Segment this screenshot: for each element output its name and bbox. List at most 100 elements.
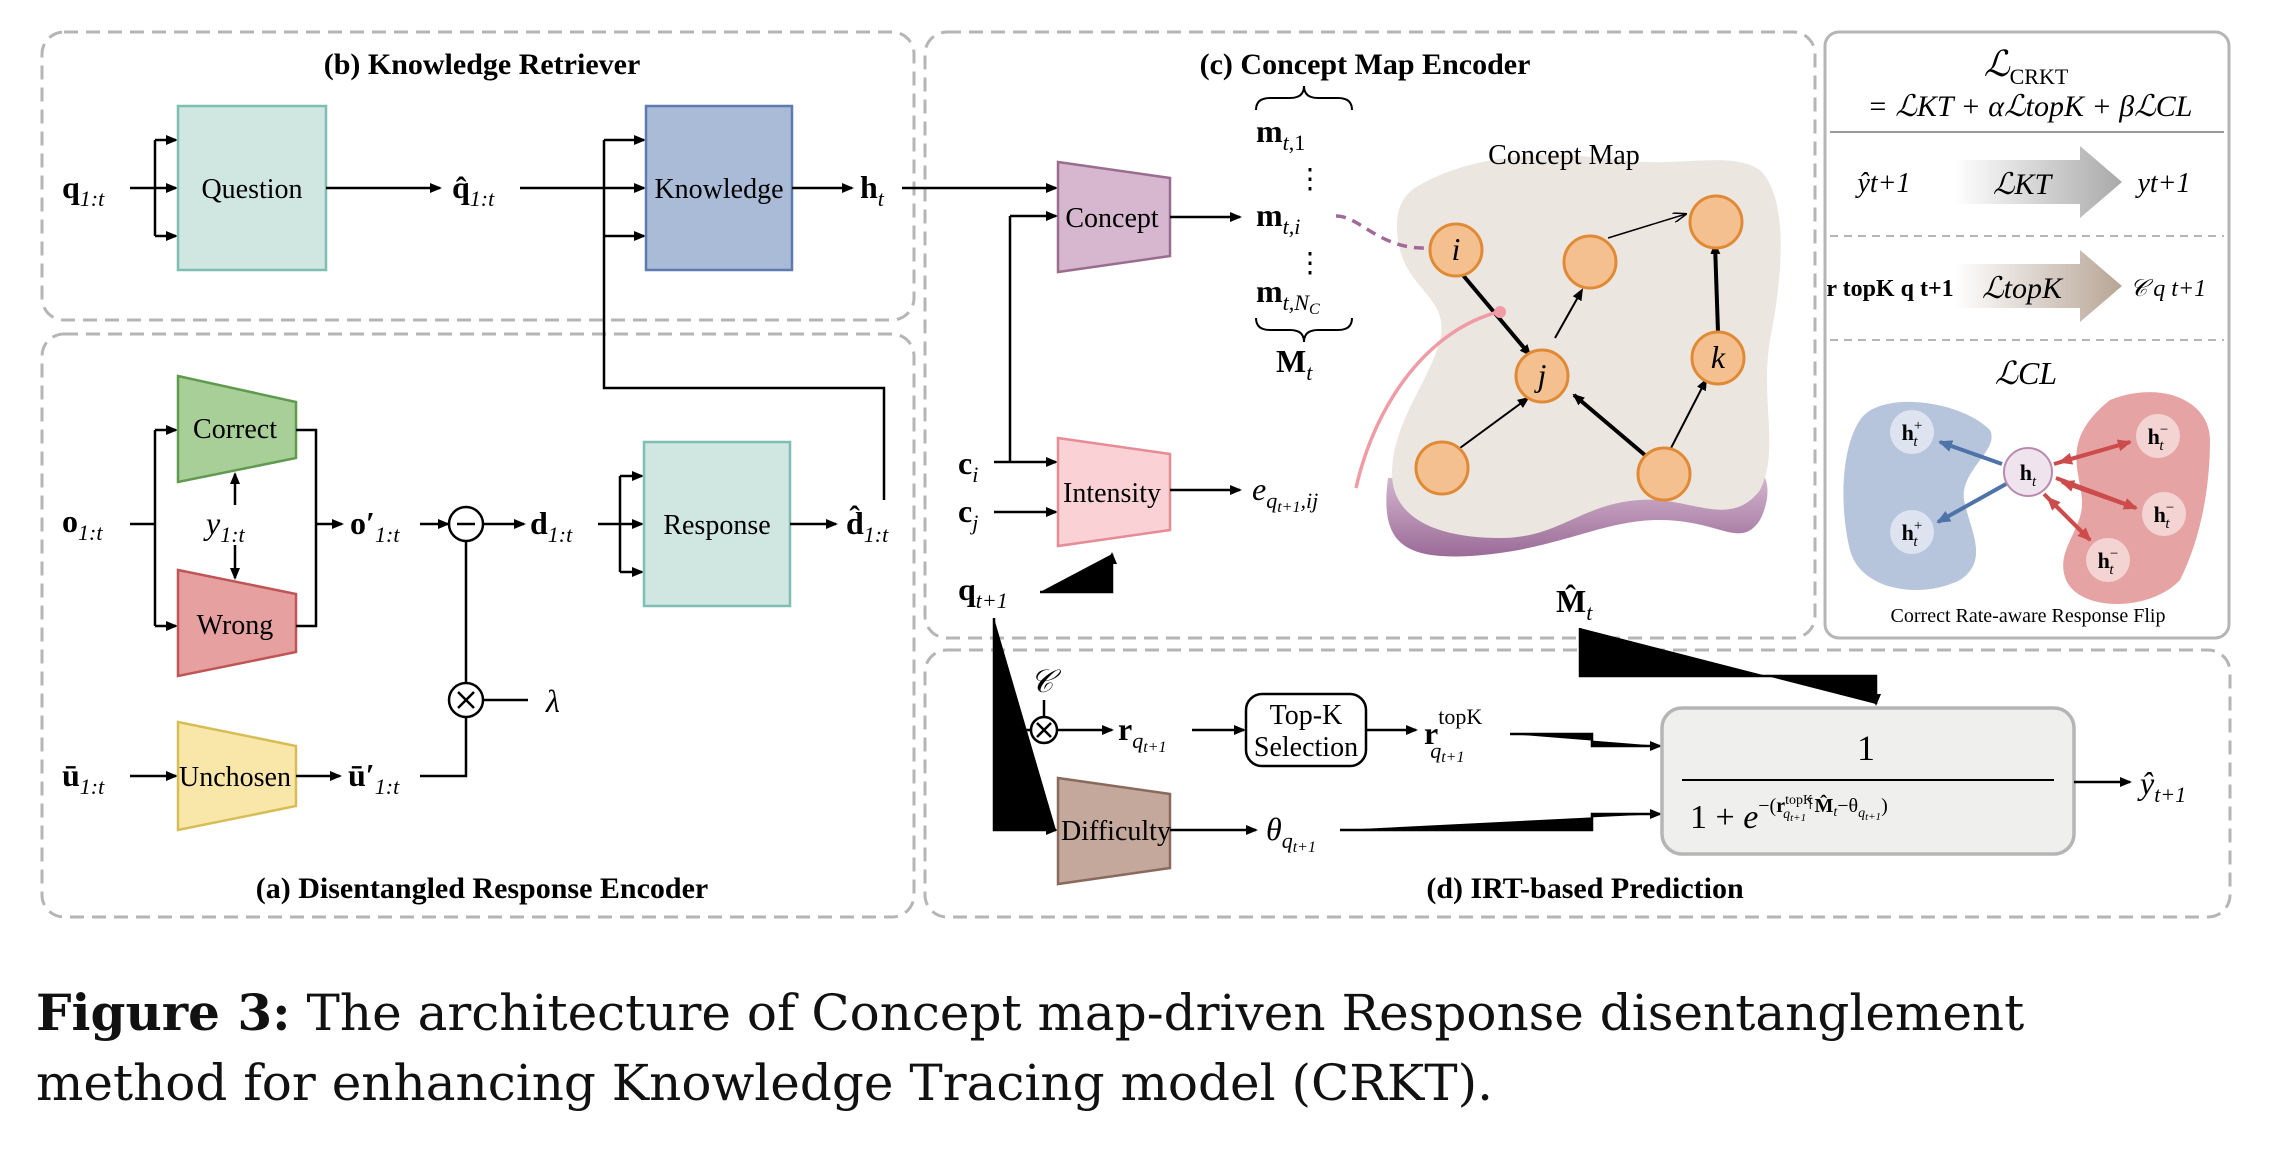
- h-t: ht: [860, 169, 885, 211]
- cl-positive-1: [1890, 410, 1934, 454]
- m-t-nc: mt,NC: [1256, 273, 1320, 318]
- concept-node-top-right: [1688, 194, 1744, 250]
- r-qt1: rqt+1: [1118, 711, 1166, 756]
- topk-block-line1: Top-K: [1270, 700, 1343, 731]
- wrong-block: [176, 568, 298, 678]
- cl-positive-2: [1890, 510, 1934, 554]
- lambda: λ: [545, 683, 560, 719]
- o-prime-1t: o′1:t: [350, 505, 400, 547]
- correct-block: [176, 374, 298, 484]
- input-u-bar-1t: ū1:t: [62, 757, 105, 799]
- cl-negative-2-label: h−t: [2154, 500, 2175, 532]
- concept-node-k-label: k: [1711, 339, 1726, 375]
- vertical-dots-top: ⋮: [1296, 164, 1324, 195]
- title-disentangled-response-encoder: (a) Disentangled Response Encoder: [256, 872, 709, 905]
- cl-anchor-h: [2003, 447, 2053, 497]
- cl-negative-1-label: h−t: [2148, 422, 2169, 454]
- caption-line2: method for enhancing Knowledge Tracing m…: [36, 1054, 1494, 1112]
- response-block: [642, 440, 792, 608]
- u-bar-prime-1t: ū′1:t: [348, 757, 400, 799]
- loss-crkt-subscript: CRKT: [2010, 64, 2069, 89]
- difficulty-block-label: Difficulty: [1061, 816, 1171, 847]
- cl-caption: Correct Rate-aware Response Flip: [1891, 605, 2166, 627]
- loss-topk-label: ℒtopK: [1982, 272, 2064, 305]
- topk-block-line2: Selection: [1254, 732, 1358, 763]
- cl-negative-3: [2086, 538, 2130, 582]
- c-j: cj: [958, 493, 978, 535]
- concept-block-label: Concept: [1065, 203, 1159, 234]
- concept-node-j: [1514, 348, 1570, 404]
- loss-cl-label: ℒCL: [1995, 355, 2057, 391]
- loss-crkt-formula: = ℒKT + αℒtopK + βℒCL: [1868, 90, 2193, 123]
- cl-negative-region: [2063, 392, 2210, 604]
- cl-negative-3-label: h−t: [2098, 546, 2119, 578]
- intensity-link-dot: [1494, 306, 1506, 318]
- d-hat-1t: d̂1:t: [846, 505, 889, 547]
- unchosen-block: [176, 720, 298, 832]
- knowledge-block-label: Knowledge: [654, 174, 783, 205]
- M-t: Mt: [1276, 343, 1313, 385]
- loss-crkt-symbol: ℒ: [1984, 44, 2011, 84]
- title-knowledge-retriever: (b) Knowledge Retriever: [324, 48, 641, 81]
- unchosen-block-label: Unchosen: [179, 762, 291, 793]
- concept-encoder-block: [1056, 160, 1172, 274]
- title-concept-map-encoder: (c) Concept Map Encoder: [1200, 48, 1531, 81]
- cl-negative-1: [2136, 414, 2180, 458]
- loss-kt-arrow: [1954, 146, 2122, 218]
- wrong-block-label: Wrong: [197, 610, 274, 641]
- loss-crkt-title: ℒCRKT: [1984, 44, 2069, 89]
- loss-kt-left: ŷt+1: [1854, 168, 1910, 199]
- c-i: ci: [958, 445, 978, 487]
- concept-node-i: [1428, 222, 1484, 278]
- caption-line1: The architecture of Concept map-driven R…: [306, 984, 2025, 1042]
- cl-negative-2: [2142, 492, 2186, 536]
- concept-node-k: [1690, 330, 1746, 386]
- y-hat-t1-output: ŷt+1: [2137, 765, 2186, 807]
- input-q-1t: q1:t: [62, 169, 105, 211]
- theta-qt1: θqt+1: [1266, 811, 1316, 856]
- q-hat-1t: q̂1:t: [452, 169, 495, 211]
- correct-block-label: Correct: [193, 414, 277, 445]
- loss-topk-left: r topK q t+1: [1826, 276, 1953, 302]
- concept-node-j-label: j: [1534, 357, 1547, 393]
- intensity-block-label: Intensity: [1063, 478, 1161, 509]
- panel-losses: [1823, 30, 2231, 640]
- question-block-label: Question: [201, 174, 302, 205]
- loss-kt-label: ℒKT: [1993, 168, 2054, 201]
- caption-figure-label: Figure 3:: [36, 983, 291, 1042]
- input-o-1t: o1:t: [62, 503, 103, 545]
- panel-knowledge-retriever: [40, 30, 916, 322]
- concept-node-bottom-left: [1414, 440, 1470, 496]
- difficulty-encoder-block: [1056, 776, 1172, 886]
- cl-positive-2-label: h+t: [1902, 518, 1923, 550]
- y-1t: y1:t: [203, 505, 246, 547]
- C-set: 𝒞: [1030, 663, 1062, 699]
- concept-map-region: [1391, 155, 1781, 538]
- cl-positive-1-label: h+t: [1902, 418, 1923, 450]
- d-1t: d1:t: [530, 505, 573, 547]
- q-t1: qt+1: [958, 571, 1008, 613]
- irt-numerator: 1: [1857, 728, 1875, 768]
- loss-topk-right: 𝒞 q t+1: [2130, 276, 2206, 302]
- concept-node-bottom-right: [1636, 446, 1692, 502]
- loss-topk-arrow: [1954, 250, 2122, 322]
- intensity-encoder-block: [1056, 436, 1172, 548]
- panel-concept-map-encoder: [923, 30, 1817, 640]
- question-block: [176, 104, 328, 272]
- vertical-dots-bottom: ⋮: [1296, 248, 1324, 279]
- response-block-label: Response: [663, 510, 770, 541]
- concept-node-i-label: i: [1452, 231, 1461, 267]
- title-irt-prediction: (d) IRT-based Prediction: [1426, 872, 1744, 905]
- M-hat-t: M̂t: [1556, 583, 1593, 625]
- figure-caption: Figure 3: The architecture of Concept ma…: [36, 978, 2256, 1118]
- concept-map-title: Concept Map: [1488, 140, 1640, 171]
- top-brace: [1255, 85, 1353, 111]
- concept-node-top-mid: [1562, 234, 1618, 290]
- loss-kt-right: yt+1: [2134, 168, 2190, 199]
- panel-disentangled-response-encoder: [40, 332, 916, 919]
- e-qt1-ij: eqt+1,ij: [1252, 471, 1318, 516]
- m-t-1: mt,1: [1256, 113, 1305, 155]
- m-t-i: mt,i: [1256, 197, 1300, 239]
